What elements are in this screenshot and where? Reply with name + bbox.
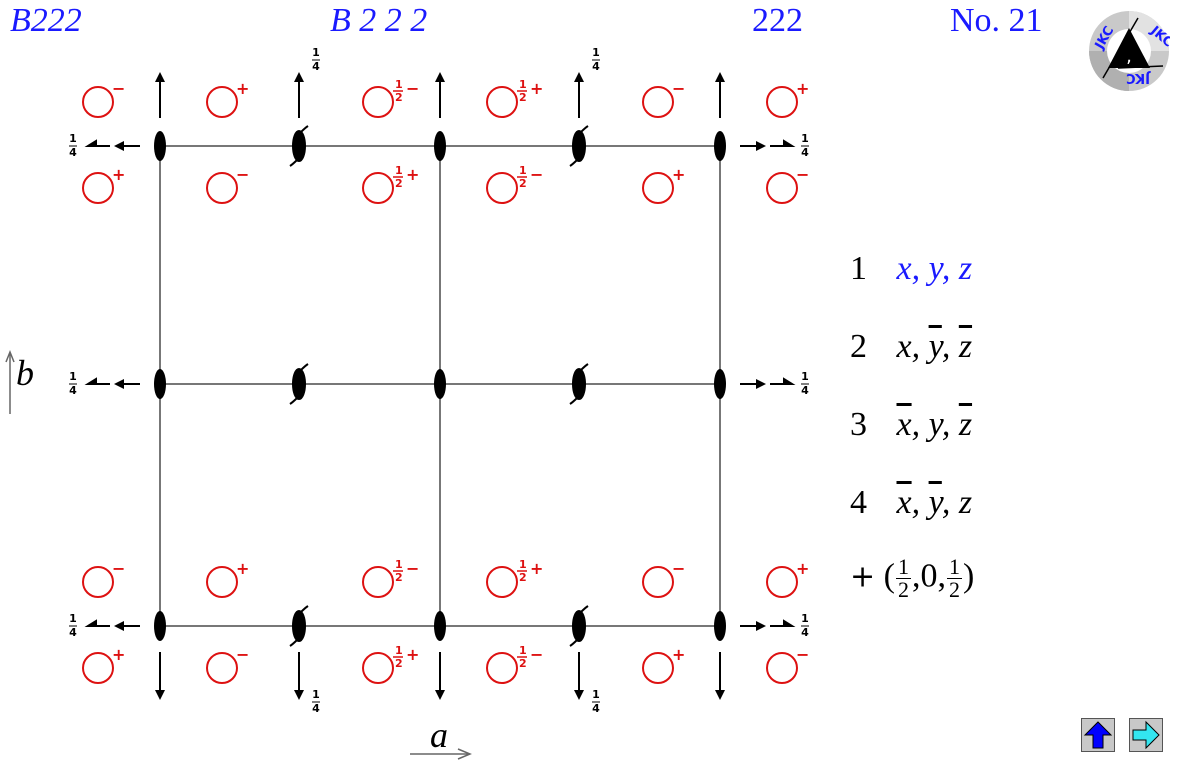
svg-text:+: + xyxy=(796,559,809,578)
full-symbol: B 2 2 2 xyxy=(330,2,427,40)
symmetry-op-4: 4 x, y, z xyxy=(850,484,972,522)
svg-text:4: 4 xyxy=(592,702,600,715)
position-height-labels: −+ 12− 12+ −+ +− 12+ 12− +− −+ 12− 12+ −… xyxy=(112,78,809,670)
svg-text:+: + xyxy=(112,645,125,664)
svg-text:1: 1 xyxy=(592,688,600,701)
svg-text:−: − xyxy=(406,559,419,578)
svg-text:2: 2 xyxy=(519,571,527,584)
symmetry-op-3: 3 x, y, z xyxy=(850,406,972,444)
svg-text:+: + xyxy=(672,645,685,664)
svg-text:4: 4 xyxy=(592,60,600,73)
b-axis-text: b xyxy=(16,353,34,393)
svg-text:,: , xyxy=(1126,46,1132,67)
svg-text:4: 4 xyxy=(801,146,809,159)
svg-text:1: 1 xyxy=(801,370,809,383)
svg-text:−: − xyxy=(236,645,249,664)
svg-text:1: 1 xyxy=(519,164,527,177)
op-index: 1 xyxy=(850,250,867,287)
svg-text:−: − xyxy=(672,559,685,578)
svg-text:+: + xyxy=(236,79,249,98)
jkc-logo-icon: , JKC JKC JKC xyxy=(1089,11,1170,91)
svg-text:2: 2 xyxy=(519,177,527,190)
svg-text:4: 4 xyxy=(312,60,320,73)
svg-text:+: + xyxy=(530,559,543,578)
svg-text:−: − xyxy=(796,645,809,664)
svg-text:−: − xyxy=(112,559,125,578)
svg-text:4: 4 xyxy=(69,626,77,639)
in-plane-axes xyxy=(84,72,796,700)
svg-text:1: 1 xyxy=(395,558,403,571)
svg-text:−: − xyxy=(112,79,125,98)
twofold-screw-axes xyxy=(289,125,589,647)
space-group-diagram: 14 14 14 14 14 14 14 14 14 14 −+ 12− 12+… xyxy=(5,46,809,760)
op-coords: x, y, z xyxy=(896,406,973,443)
svg-text:−: − xyxy=(672,79,685,98)
svg-text:1: 1 xyxy=(592,46,600,59)
svg-text:2: 2 xyxy=(395,177,403,190)
svg-text:1: 1 xyxy=(519,558,527,571)
svg-text:4: 4 xyxy=(69,146,77,159)
up-button[interactable] xyxy=(1081,718,1115,752)
svg-text:1: 1 xyxy=(312,688,320,701)
svg-text:1: 1 xyxy=(395,164,403,177)
svg-text:1: 1 xyxy=(519,78,527,91)
svg-text:+: + xyxy=(796,79,809,98)
svg-text:−: − xyxy=(530,165,543,184)
op-index: 4 xyxy=(850,484,867,521)
op-coords: x, y, z xyxy=(896,328,973,365)
full-symbol-text: B 2 2 2 xyxy=(330,2,428,39)
symmetry-op-1: 1 x, y, z xyxy=(850,250,972,288)
svg-text:+: + xyxy=(530,79,543,98)
svg-text:4: 4 xyxy=(801,384,809,397)
svg-text:1: 1 xyxy=(69,132,77,145)
svg-text:1: 1 xyxy=(801,612,809,625)
svg-text:+: + xyxy=(672,165,685,184)
right-arrow-icon xyxy=(1132,720,1160,750)
svg-text:2: 2 xyxy=(519,657,527,670)
space-group-number: No. 21 xyxy=(950,2,1043,39)
svg-text:1: 1 xyxy=(395,78,403,91)
svg-text:2: 2 xyxy=(395,571,403,584)
up-arrow-icon xyxy=(1083,721,1113,749)
symmetry-op-2: 2 x, y, z xyxy=(850,328,972,366)
svg-text:−: − xyxy=(530,645,543,664)
svg-text:2: 2 xyxy=(395,657,403,670)
op-index: 2 xyxy=(850,328,867,365)
a-axis-label: a xyxy=(430,715,448,755)
quarter-labels: 14 14 14 14 14 14 14 14 14 14 xyxy=(69,46,809,715)
svg-text:4: 4 xyxy=(801,626,809,639)
svg-text:1: 1 xyxy=(312,46,320,59)
short-symbol: B222 xyxy=(10,2,82,39)
svg-text:4: 4 xyxy=(69,384,77,397)
svg-text:−: − xyxy=(406,79,419,98)
next-button[interactable] xyxy=(1129,718,1163,752)
axis-arrows xyxy=(5,349,472,760)
svg-text:1: 1 xyxy=(69,612,77,625)
svg-text:+: + xyxy=(236,559,249,578)
svg-text:+: + xyxy=(406,165,419,184)
svg-text:1: 1 xyxy=(395,644,403,657)
svg-text:+: + xyxy=(406,645,419,664)
b-axis-label: b xyxy=(6,352,34,394)
centering-prefix: + xyxy=(850,559,876,595)
svg-text:−: − xyxy=(236,165,249,184)
point-group: 222 xyxy=(752,2,803,39)
svg-text:1: 1 xyxy=(519,644,527,657)
svg-text:4: 4 xyxy=(312,702,320,715)
svg-text:2: 2 xyxy=(395,91,403,104)
equivalent-position-circles xyxy=(82,86,798,684)
svg-text:2: 2 xyxy=(519,91,527,104)
svg-text:1: 1 xyxy=(69,370,77,383)
svg-text:+: + xyxy=(112,165,125,184)
twofold-axes xyxy=(154,131,726,641)
svg-text:JKC: JKC xyxy=(1126,70,1151,85)
op-coords: x, y, z xyxy=(896,484,973,521)
op-index: 3 xyxy=(850,406,867,443)
svg-text:1: 1 xyxy=(801,132,809,145)
op-coords: x, y, z xyxy=(896,250,973,287)
svg-text:−: − xyxy=(796,165,809,184)
